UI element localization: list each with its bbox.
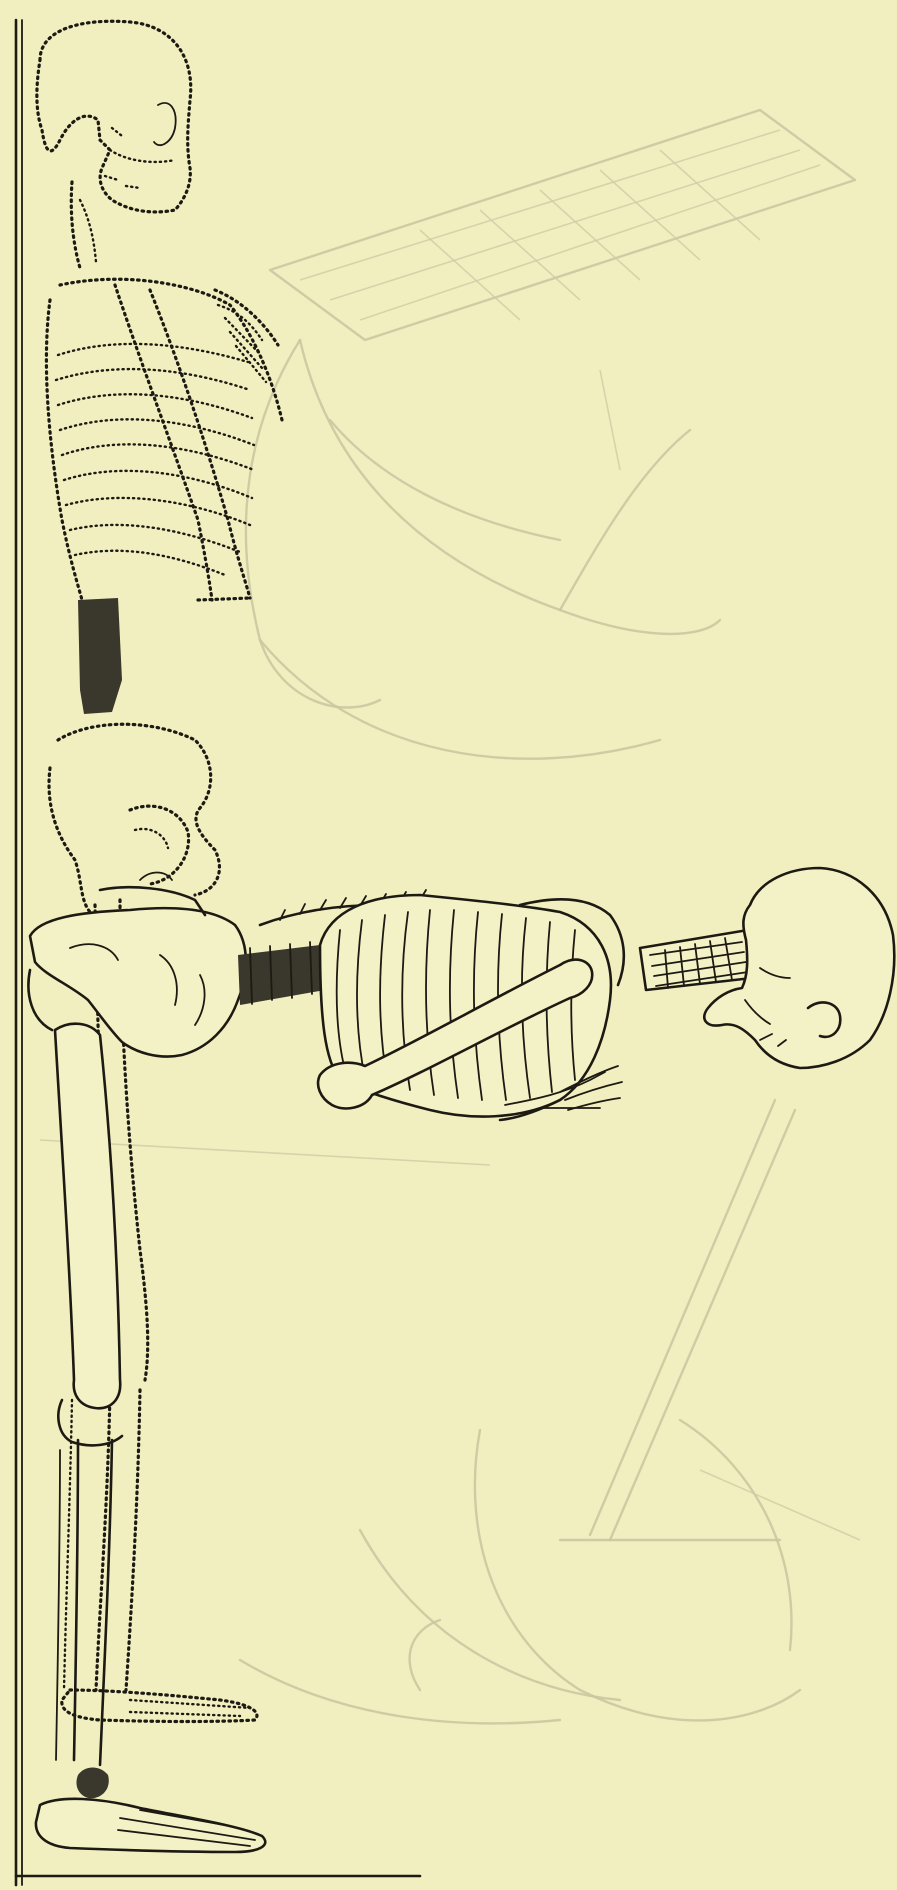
book-stand-show-through (40, 1100, 860, 1723)
upright-skeleton-dotted (37, 21, 282, 1721)
stooping-ankle (76, 1768, 108, 1799)
reading-desk-show-through (246, 110, 855, 759)
stooping-femur (55, 1024, 120, 1409)
upright-skull-eye-socket (154, 103, 176, 145)
stooping-skeleton-solid (28, 868, 894, 1852)
upright-lumbar-spine (78, 598, 122, 714)
